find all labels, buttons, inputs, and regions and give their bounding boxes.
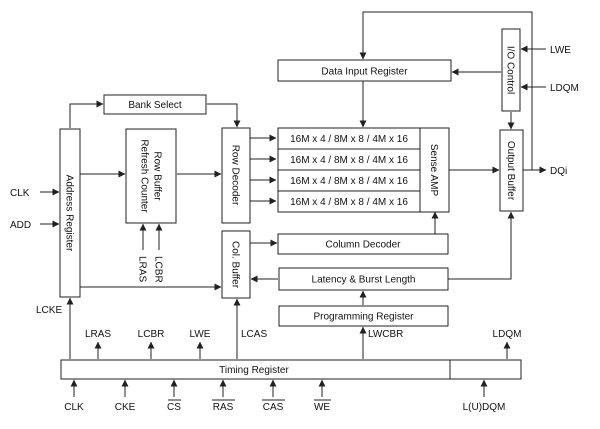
latency-to-outputbuffer-line: [448, 211, 515, 280]
column-decoder-box: [277, 233, 449, 255]
lwe-io-label: LWE: [550, 45, 571, 56]
data-input-register-label: Data Input Register: [321, 67, 408, 78]
lwe-label: LWE: [190, 329, 211, 340]
address-register-box: [59, 128, 81, 298]
ldqm-io-label: LDQM: [550, 83, 579, 94]
output-buffer-label: Output Buffer: [505, 141, 516, 201]
memory-bank-3-label: 16M x 4 / 8M x 8 / 4M x 16: [290, 176, 408, 187]
io-control-box: [501, 28, 521, 112]
sense-amp-label: Sense AMP: [428, 144, 439, 197]
row-buffer-label: Row Buffer: [152, 151, 163, 201]
col-buffer-label: Col. Buffer: [230, 241, 241, 289]
cke-bottom-label: CKE: [115, 402, 136, 413]
address-register-label: Address Register: [64, 175, 75, 252]
bank-select-label: Bank Select: [128, 100, 182, 111]
cas-bottom-label: CAS: [263, 402, 284, 413]
blocks: Data Input Register I/O Control Bank Sel…: [59, 28, 524, 380]
programming-register-label: Programming Register: [313, 312, 414, 323]
memory-bank-4-label: 16M x 4 / 8M x 8 / 4M x 16: [290, 197, 408, 208]
add-input-label: ADD: [10, 220, 31, 231]
lcbr-vertical-label: LCBR: [153, 256, 164, 283]
address-to-bankselect-line: [69, 100, 104, 128]
timing-register-label: Timing Register: [219, 365, 289, 376]
refresh-counter-label: Refresh Counter: [139, 139, 150, 213]
latency-burst-length-box: [278, 267, 449, 291]
bankselect-to-rowdecoder-line: [207, 103, 241, 128]
memory-bank-1-label: 16M x 4 / 8M x 8 / 4M x 16: [290, 134, 408, 145]
lras-vertical-label: LRAS: [137, 256, 148, 282]
dq-to-datain-loop: [359, 11, 533, 170]
bank-select-box: [103, 94, 207, 115]
lcke-label: LCKE: [36, 305, 62, 316]
we-bottom-label: WE: [314, 402, 330, 413]
ldqm-label: LDQM: [493, 329, 522, 340]
ras-bottom-label: RAS: [213, 402, 234, 413]
programming-register-box: [278, 305, 449, 327]
io-control-label: I/O Control: [505, 46, 516, 94]
row-decoder-label: Row Decoder: [230, 145, 241, 206]
lcbr-label: LCBR: [138, 329, 165, 340]
connectors: [40, 11, 547, 397]
column-decoder-label: Column Decoder: [325, 240, 401, 251]
output-buffer-box: [499, 129, 524, 212]
lras-label: LRAS: [85, 329, 111, 340]
clk-bottom-label: CLK: [64, 402, 84, 413]
memory-bank-2-label: 16M x 4 / 8M x 8 / 4M x 16: [290, 155, 408, 166]
lcas-label: LCAS: [241, 329, 267, 340]
ludqm-bottom-label: L(U)DQM: [463, 402, 506, 413]
cs-bottom-label: CS: [167, 402, 181, 413]
dqi-label: DQi: [550, 166, 567, 177]
col-buffer-box: [221, 230, 251, 299]
row-decoder-box: [221, 127, 251, 224]
lwcbr-label: LWCBR: [368, 329, 403, 340]
timing-register-box: [60, 359, 522, 380]
clk-input-label: CLK: [10, 188, 30, 199]
row-buffer-refresh-counter-box: [125, 128, 177, 224]
data-input-register-box: [277, 59, 452, 82]
signal-labels: CLK ADD LCKE LRAS LCBR LWE LDQM DQi LRAS…: [10, 45, 579, 413]
latency-burst-length-label: Latency & Burst Length: [312, 275, 416, 286]
